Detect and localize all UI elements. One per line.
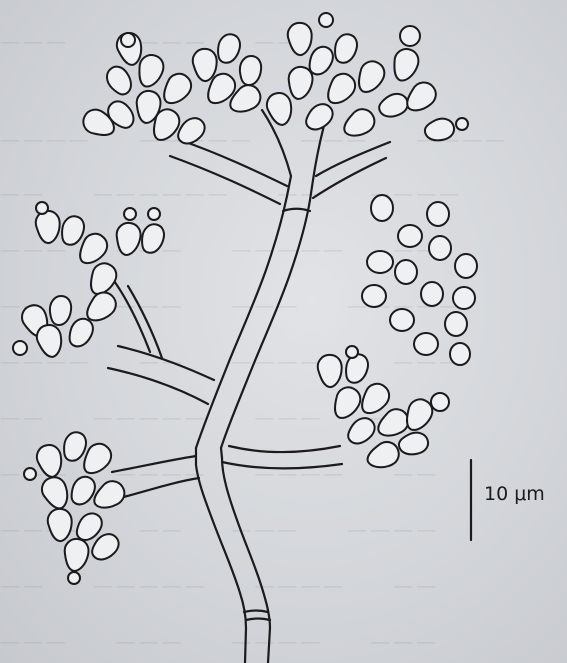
conidia-cluster-left-lower xyxy=(24,430,129,584)
upper-branches xyxy=(170,140,390,204)
main-stem xyxy=(196,110,326,663)
conidia-cluster-top-right xyxy=(264,13,468,145)
left-middle-branch xyxy=(108,278,214,404)
scale-bar-label: 10 μm xyxy=(484,483,545,505)
scale-bar: 10 μm xyxy=(471,460,545,540)
conidia-cluster-right xyxy=(316,346,449,474)
right-branch xyxy=(222,446,342,468)
conidia-cluster-top-left xyxy=(80,30,265,149)
free-conidia-group xyxy=(362,195,477,365)
